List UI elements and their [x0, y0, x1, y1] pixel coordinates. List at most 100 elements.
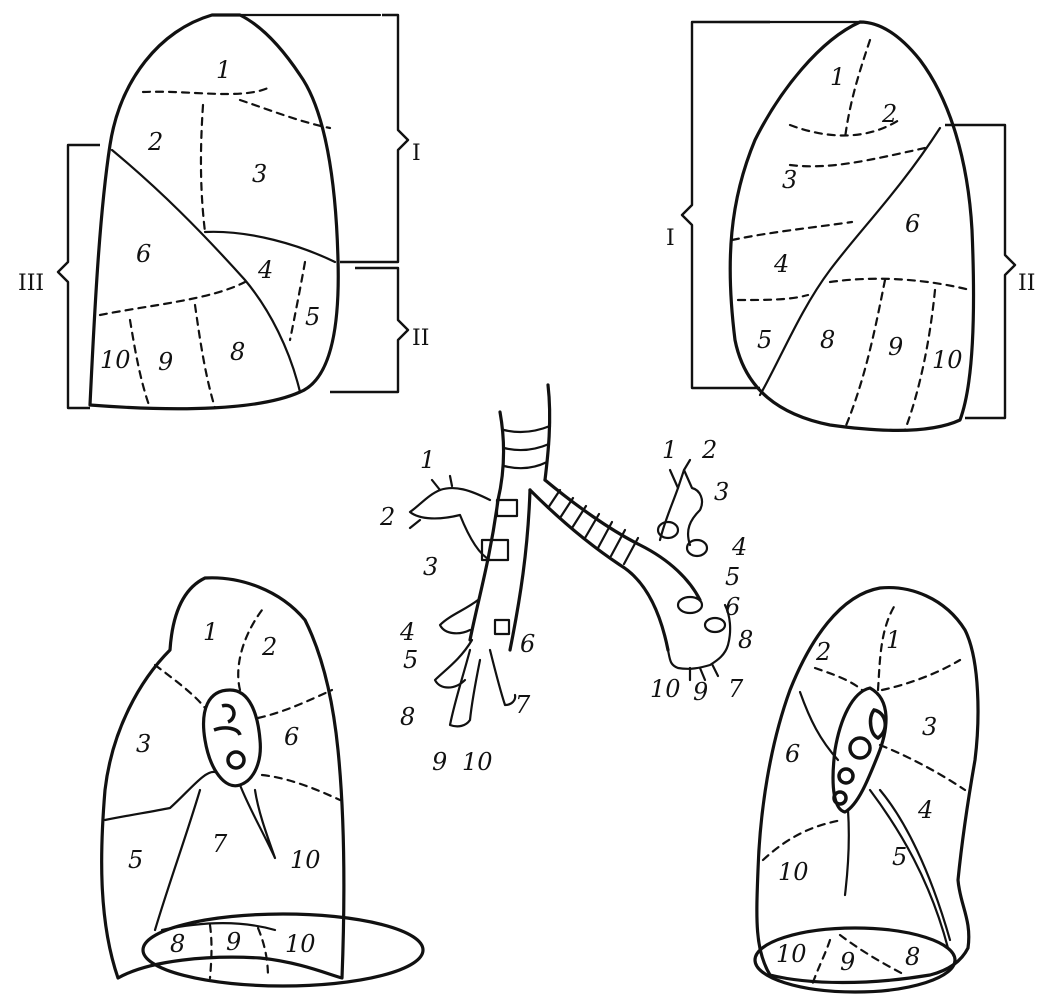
left-upper-bronchus: [660, 470, 702, 545]
left-lateral-segment-label: 5: [757, 326, 772, 354]
right-lateral-segment-label: 5: [305, 303, 320, 331]
left-medial-segment-label: 6: [785, 740, 800, 768]
left-medial-oblique-fissure: [870, 790, 948, 948]
right-lung-lateral-dash-6: [195, 305, 215, 408]
left-medial-segment-label: 8: [905, 943, 920, 971]
left-hilum-vessel: [839, 769, 853, 783]
left-medial-segment-label: 5: [892, 843, 907, 871]
left-bronchus-ring: [548, 490, 560, 508]
right-lateral-lobe-label: III: [18, 271, 44, 296]
left-medial-segment-label: 9: [840, 948, 855, 976]
trachea-ring: [504, 444, 549, 450]
right-lung-lateral-dash-3: [201, 105, 205, 232]
trachea-ring: [504, 426, 550, 432]
right-medial-dash-3: [258, 690, 332, 718]
left-bronchus-label: 5: [725, 563, 740, 591]
right-lateral-segment-label: 9: [158, 348, 173, 376]
right-medial-segment-label: 1: [203, 618, 218, 646]
left-main-bronchus-outer: [545, 480, 700, 600]
right-bronchus-label: 10: [462, 748, 493, 776]
right-bronchus-label: 7: [515, 691, 531, 719]
right-lateral-segment-label: 4: [257, 256, 273, 284]
left-medial-segment-label: 2: [815, 638, 831, 666]
left-medial-dash-4: [882, 660, 960, 690]
right-lung-medial-view: 1 2 3 6 5 7 10 8 9 10: [102, 578, 423, 986]
left-bronchus-label: 4: [731, 533, 747, 561]
right-medial-segment-label: 6: [284, 723, 299, 751]
left-hilum-vessel: [850, 738, 870, 758]
left-medial-segment-label: 4: [917, 796, 933, 824]
right-lateral-segment-label: 10: [100, 346, 131, 374]
left-lateral-segment-label: 10: [932, 346, 963, 374]
right-lateral-brace-middle: [330, 268, 408, 392]
left-lateral-segment-label: 2: [881, 100, 897, 128]
right-medial-segment-label: 10: [290, 846, 321, 874]
left-lateral-brace-lower: [945, 125, 1015, 418]
left-lung-lateral-dash-6: [830, 279, 970, 290]
left-bronchus-label: 10: [650, 675, 681, 703]
left-bronchus-label: 8: [738, 626, 753, 654]
right-lateral-segment-label: 2: [147, 128, 163, 156]
right-hilum-vessel: [214, 728, 240, 735]
right-bronchus-marking: [495, 620, 509, 634]
left-lateral-segment-label: 6: [905, 210, 920, 238]
right-lateral-segment-label: 8: [230, 338, 245, 366]
right-hilum-vessel: [228, 752, 244, 768]
right-main-bronchus-inner: [510, 490, 530, 650]
right-lateral-brace-lower: [58, 145, 100, 408]
right-lung-lateral-dash-7: [290, 262, 305, 340]
right-lower-bronchus-d: [490, 650, 515, 705]
left-lateral-segment-label: 1: [830, 63, 845, 91]
left-bronchus-label: 6: [725, 593, 740, 621]
right-medial-segment-label: 9: [226, 928, 241, 956]
right-lateral-segment-label: 6: [136, 240, 151, 268]
left-lung-lateral-dash-3: [790, 148, 925, 166]
right-main-bronchus-outer: [470, 500, 498, 640]
right-hilum-bronchus: [222, 705, 234, 722]
right-medial-segment-label: 3: [136, 730, 151, 758]
right-lung-lateral-dash-1: [143, 88, 268, 94]
left-lateral-segment-label: 8: [820, 326, 835, 354]
left-lateral-lobe-label: II: [1018, 271, 1035, 296]
right-lateral-segment-label: 1: [216, 56, 231, 84]
right-bronchus-label: 1: [420, 446, 435, 474]
left-medial-line: [800, 692, 838, 760]
left-medial-dash-3: [880, 745, 965, 790]
left-pulmonary-ligament: [845, 810, 849, 895]
left-medial-segment-label: 1: [886, 626, 901, 654]
right-medial-fissure-7: [155, 790, 200, 930]
right-bronchus-label: 9: [432, 748, 447, 776]
right-lung-lateral-dash-5: [130, 320, 150, 408]
right-lung-lateral-dash-4: [100, 282, 245, 315]
left-bronchus-ostium: [687, 540, 707, 556]
trachea-ring: [504, 462, 547, 468]
right-medial-dash-1: [238, 610, 262, 690]
left-medial-dash-5: [763, 820, 842, 860]
trachea-right-wall: [545, 385, 550, 480]
left-bronchus-label: 7: [728, 675, 744, 703]
left-hilum-bronchus: [871, 710, 886, 738]
right-medial-segment-label: 10: [285, 930, 316, 958]
left-bronchus-label: 2: [701, 436, 717, 464]
right-lateral-segment-label: 3: [252, 160, 267, 188]
left-medial-segment-label: 10: [778, 858, 809, 886]
bronchial-tree: 1 2 3 4 5 6 7 8 9 10 1 2 3 4 5 6 8 10 9 …: [379, 385, 753, 776]
right-bronchus-label: 6: [520, 630, 535, 658]
left-lung-lateral-dash-4: [732, 222, 852, 240]
left-lateral-segment-label: 3: [782, 166, 797, 194]
right-medial-dash-5: [210, 925, 212, 978]
left-bronchus-ostium: [658, 522, 678, 538]
left-bronchus-label: 3: [714, 478, 729, 506]
right-lateral-lobe-label: II: [412, 326, 429, 351]
left-lung-lateral-dash-8: [905, 290, 935, 430]
left-lung-lateral-view: 1 2 3 6 4 5 8 9 10 I II: [666, 22, 1035, 430]
right-bronchus-label: 2: [379, 503, 395, 531]
left-lateral-segment-label: 9: [888, 333, 903, 361]
left-bronchus-ostium: [705, 618, 725, 632]
right-medial-segment-label: 2: [261, 633, 277, 661]
right-upper-bronchus: [410, 488, 490, 560]
left-bronchus-label: 9: [693, 678, 708, 706]
right-pulmonary-ligament: [240, 785, 275, 858]
